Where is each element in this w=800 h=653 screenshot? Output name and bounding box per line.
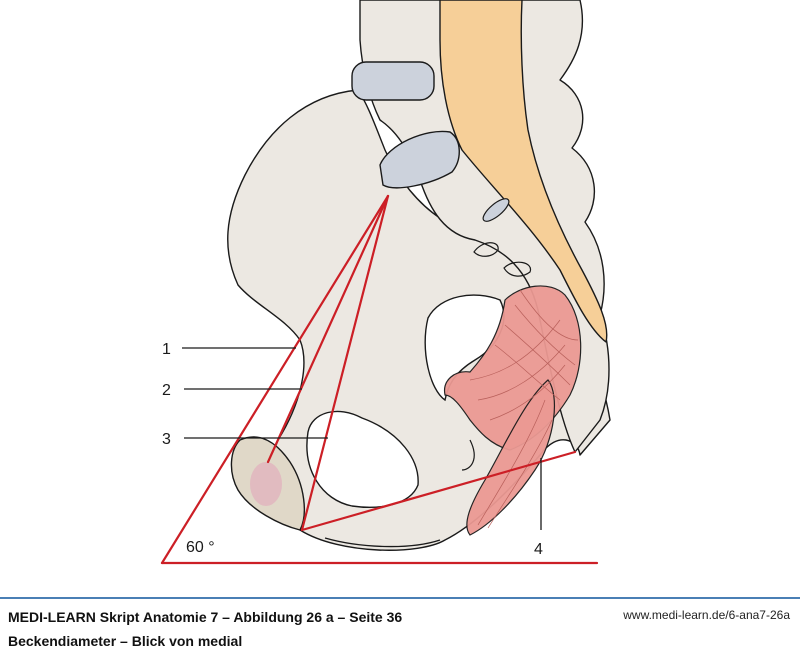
sacral-crest-lower [503,261,532,277]
intervertebral-disc-lower [379,130,460,189]
sacral-foramen [482,198,510,222]
pelvis-medial-view-diagram: 1 2 3 4 60 ° [160,0,611,565]
diameter-line-2 [266,194,390,464]
figure-caption-subtitle: Beckendiameter – Blick von medial [8,633,243,649]
label-1: 1 [162,341,171,358]
pelvic-diameter-lines [160,194,599,565]
footer-divider [0,597,800,599]
obturator-foramen [306,410,419,508]
label-4: 4 [534,541,543,558]
diameter-line-4 [300,450,577,532]
diameter-line-3 [300,194,390,532]
lesser-sciatic-notch [461,439,475,471]
spinal-canal [439,0,608,343]
leader-lines [182,347,542,530]
intervertebral-disc-upper [351,61,435,101]
diameter-line-1 [160,194,390,565]
label-3: 3 [162,431,171,448]
symphysis-highlight [250,462,282,506]
figure-caption-title: MEDI-LEARN Skript Anatomie 7 – Abbildung… [8,609,403,625]
source-url: www.medi-learn.de/6-ana7-26a [623,608,790,622]
angle-label: 60 ° [186,539,215,556]
pubic-ramus-line [324,537,441,548]
label-2: 2 [162,382,171,399]
greater-sciatic-foramen [424,294,505,402]
pelvic-floor-muscle-lower [466,379,556,536]
sacral-crest-upper [473,242,499,257]
muscle-fibers [469,289,579,529]
